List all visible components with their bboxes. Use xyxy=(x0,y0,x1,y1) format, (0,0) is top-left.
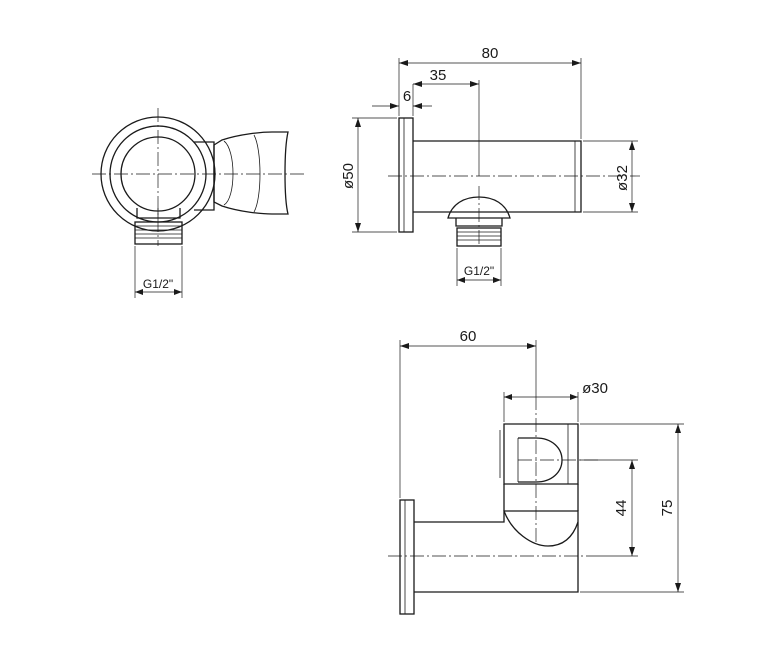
dim-body-diameter: ø32 xyxy=(614,165,631,191)
side-thread-label: G1/2" xyxy=(464,264,494,278)
dim-holder-diameter: ø30 xyxy=(582,380,608,397)
elev-neck xyxy=(503,484,579,511)
dim-overall-length: 80 xyxy=(482,45,499,62)
side-thread xyxy=(456,227,502,247)
elev-flange xyxy=(399,499,415,615)
front-holder-waist xyxy=(253,134,261,213)
elevation-view: 60 ø30 44 75 xyxy=(388,328,684,615)
dim-flange-diameter: ø50 xyxy=(340,163,357,189)
dim-overall-height: 75 xyxy=(659,500,676,517)
side-view: 80 35 6 ø50 ø32 G1/2" xyxy=(340,45,640,286)
dim-holder-axis-height: 44 xyxy=(613,500,630,517)
front-thread-label: G1/2" xyxy=(143,277,173,291)
dim-outlet-offset: 35 xyxy=(430,67,447,84)
front-holder-edge xyxy=(223,140,234,206)
elev-transition xyxy=(503,510,579,547)
front-view: G1/2" xyxy=(92,108,305,298)
dim-flange-thickness: 6 xyxy=(403,88,411,105)
elev-holder xyxy=(503,423,579,485)
dim-holder-reach: 60 xyxy=(460,328,477,345)
front-nut xyxy=(136,208,181,219)
elev-body xyxy=(414,510,579,593)
front-thread xyxy=(134,221,183,245)
side-flange xyxy=(398,117,414,233)
front-holder-body xyxy=(213,131,289,215)
